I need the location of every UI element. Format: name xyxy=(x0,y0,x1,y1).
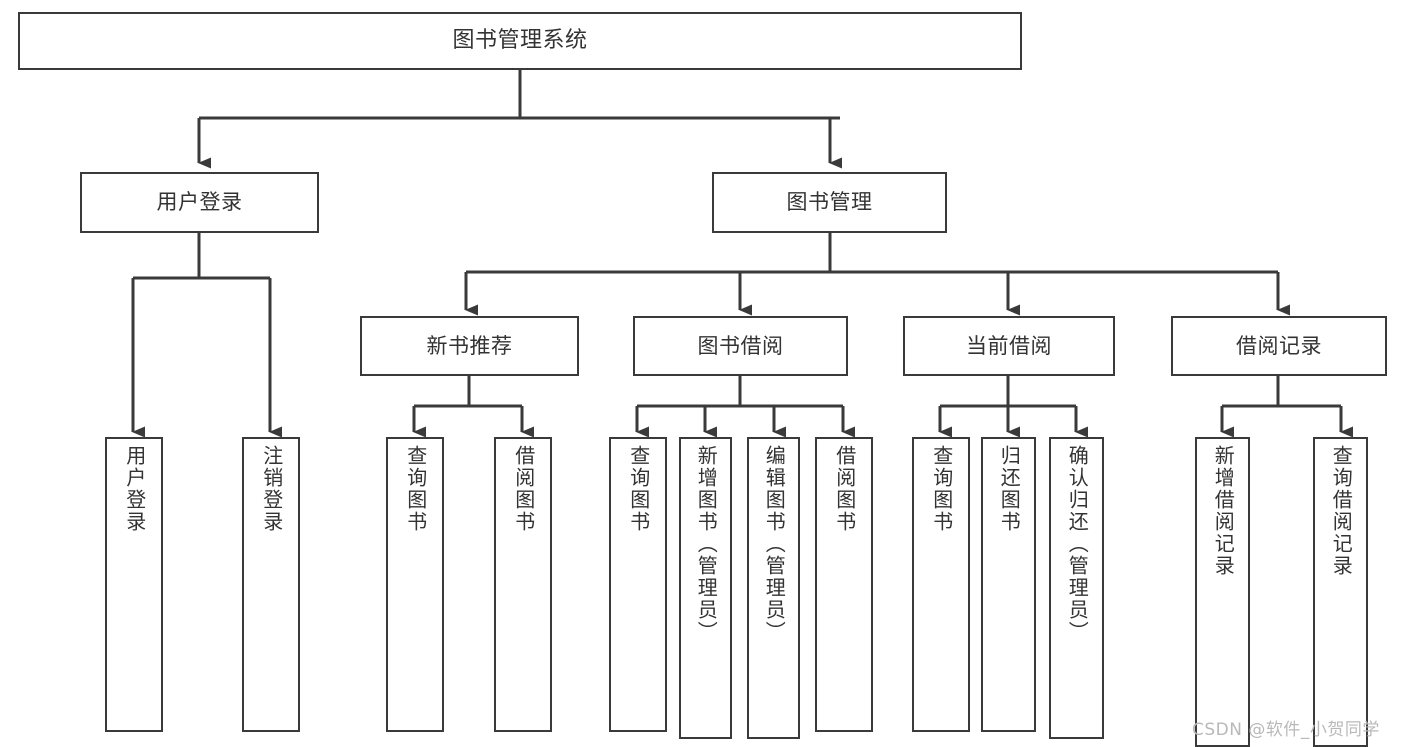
node-label: 新增借阅记录 xyxy=(1211,445,1236,577)
node-label: 确认归还（管理员） xyxy=(1065,445,1090,643)
node-label: 用户登录 xyxy=(122,445,147,533)
node-label: 借阅图书 xyxy=(511,445,536,533)
node-book-borrow[interactable]: 图书借阅 xyxy=(633,316,848,376)
node-label: 图书管理 xyxy=(786,190,873,215)
leaf-borrow-add-book-admin[interactable]: 新增图书（管理员） xyxy=(679,437,732,739)
csdn-watermark: CSDN @软件_小贺同学 xyxy=(1192,720,1380,740)
leaf-borrow-borrow-book[interactable]: 借阅图书 xyxy=(815,437,873,732)
node-label: 新增图书（管理员） xyxy=(694,445,719,643)
node-label: 查询图书 xyxy=(929,445,954,533)
leaf-current-return-book[interactable]: 归还图书 xyxy=(981,437,1036,732)
node-label: 新书推荐 xyxy=(426,333,513,358)
node-label: 注销登录 xyxy=(259,445,284,533)
node-label: 编辑图书（管理员） xyxy=(762,445,787,643)
leaf-record-add-record[interactable]: 新增借阅记录 xyxy=(1195,437,1250,747)
leaf-current-query-book[interactable]: 查询图书 xyxy=(912,437,970,732)
node-user-login[interactable]: 用户登录 xyxy=(80,172,319,233)
node-root-system[interactable]: 图书管理系统 xyxy=(18,12,1022,70)
node-label: 借阅图书 xyxy=(832,445,857,533)
node-borrow-record[interactable]: 借阅记录 xyxy=(1171,316,1387,376)
node-label: 用户登录 xyxy=(156,190,243,215)
node-label: 查询借阅记录 xyxy=(1329,445,1354,577)
node-label: 归还图书 xyxy=(997,445,1022,533)
leaf-current-confirm-return-admin[interactable]: 确认归还（管理员） xyxy=(1049,437,1104,739)
node-label: 图书借阅 xyxy=(697,333,784,358)
node-label: 借阅记录 xyxy=(1236,333,1322,358)
leaf-record-query-record[interactable]: 查询借阅记录 xyxy=(1313,437,1368,747)
leaf-new-book-query[interactable]: 查询图书 xyxy=(386,437,444,732)
node-label: 查询图书 xyxy=(403,445,428,533)
node-new-book-recommend[interactable]: 新书推荐 xyxy=(360,316,579,376)
node-current-borrow[interactable]: 当前借阅 xyxy=(903,316,1115,376)
node-label: 图书管理系统 xyxy=(452,28,588,54)
node-book-management[interactable]: 图书管理 xyxy=(712,172,947,233)
leaf-user-login-logout[interactable]: 注销登录 xyxy=(242,437,300,732)
leaf-borrow-query-book[interactable]: 查询图书 xyxy=(609,437,667,732)
leaf-borrow-edit-book-admin[interactable]: 编辑图书（管理员） xyxy=(747,437,800,739)
leaf-new-book-borrow[interactable]: 借阅图书 xyxy=(494,437,552,732)
node-label: 查询图书 xyxy=(626,445,651,533)
leaf-user-login-login[interactable]: 用户登录 xyxy=(105,437,163,732)
node-label: 当前借阅 xyxy=(966,333,1052,358)
